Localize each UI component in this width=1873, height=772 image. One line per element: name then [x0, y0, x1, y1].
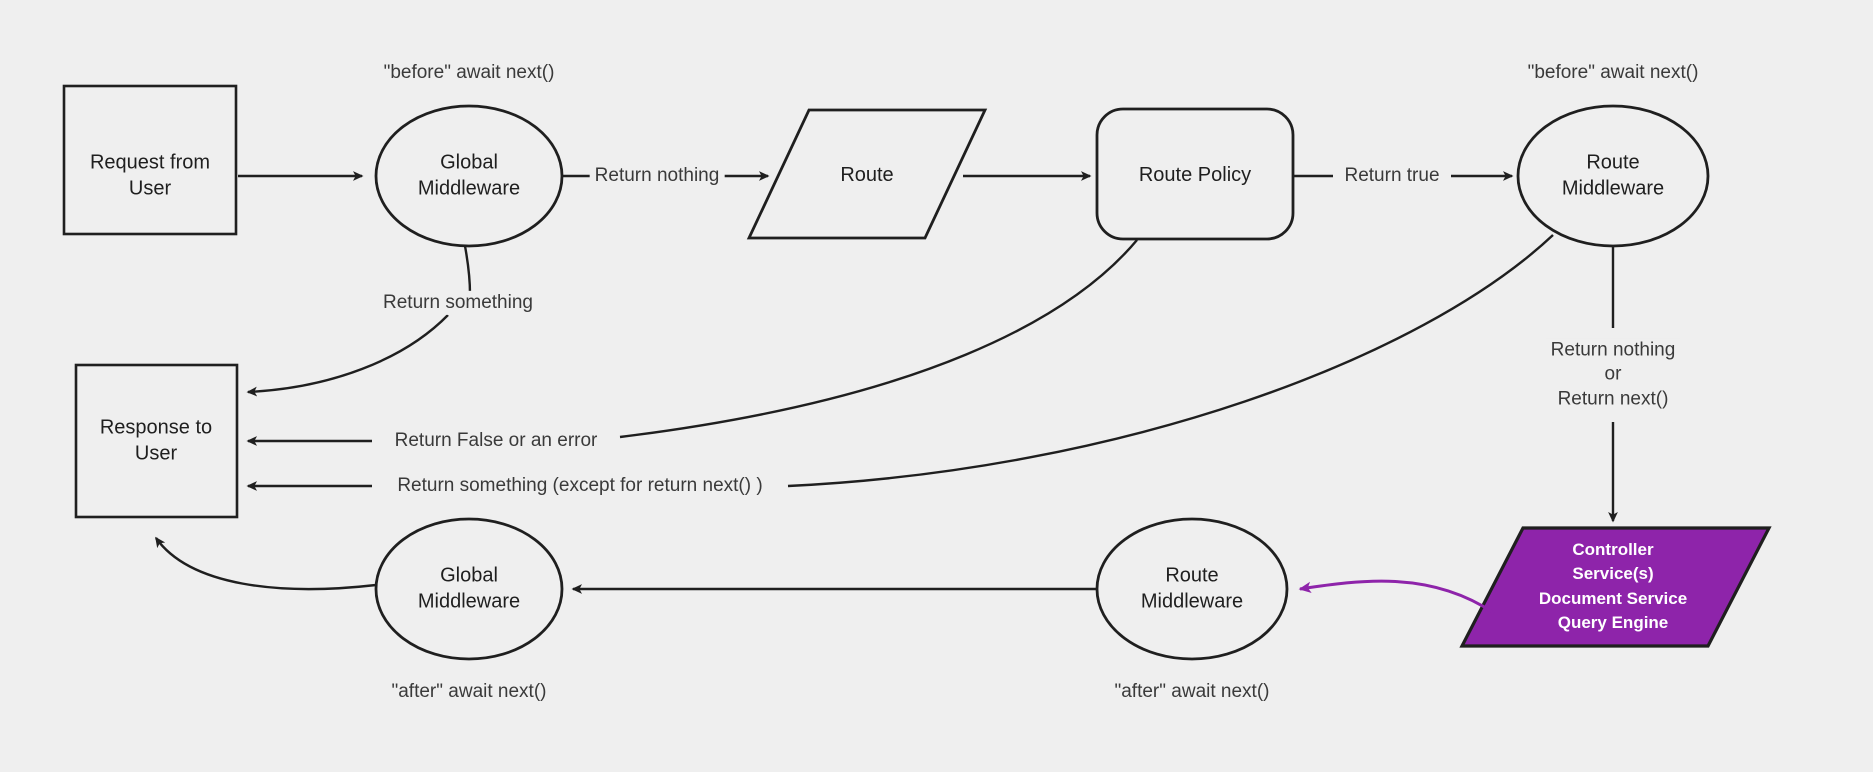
node-route — [746, 108, 988, 240]
edge-global-middleware-to-response-lower — [246, 314, 449, 397]
edge-global-middleware-to-response-upper — [463, 245, 472, 295]
node-controller-services — [1459, 526, 1772, 648]
edge-global-middleware-after-to-response — [155, 536, 377, 591]
node-route-middleware-before — [1516, 104, 1710, 248]
edge-route-middleware-to-response-right — [787, 234, 1554, 488]
edge-route-policy-to-response-right — [619, 239, 1138, 439]
node-response-to-user — [74, 363, 239, 519]
node-route-middleware-after — [1095, 517, 1289, 661]
node-request-from-user — [62, 84, 238, 236]
node-global-middleware-after — [374, 517, 564, 661]
node-route-policy — [1095, 107, 1295, 241]
edge-controller-to-route-middleware-after — [1298, 579, 1495, 615]
node-global-middleware-before — [374, 104, 564, 248]
